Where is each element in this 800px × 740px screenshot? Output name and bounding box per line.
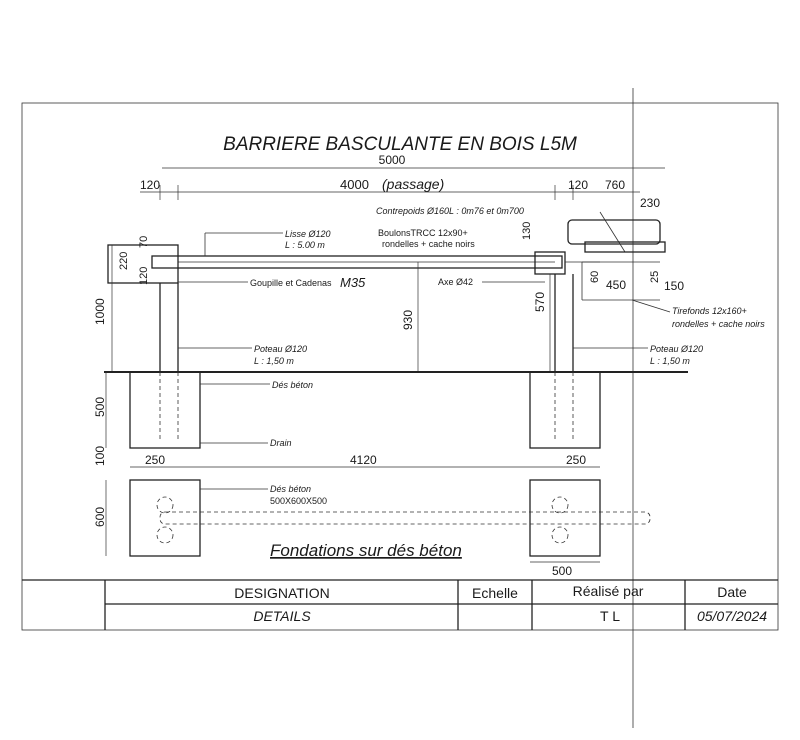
tb-realise-value: T L bbox=[600, 608, 620, 624]
plan-block-right bbox=[529, 479, 601, 557]
dim-plan-250-right: 250 bbox=[566, 453, 586, 467]
beam-lisse bbox=[151, 255, 563, 269]
sheet-border bbox=[21, 102, 779, 631]
foundation-left bbox=[129, 371, 201, 449]
dim-val-25: 25 bbox=[649, 271, 661, 283]
label-poteau-right-1: Poteau Ø120 bbox=[650, 344, 703, 354]
plan-post-left bbox=[156, 496, 174, 514]
dim-plan-500: 500 bbox=[552, 564, 572, 578]
label-boulons-2: rondelles + cache noirs bbox=[382, 239, 475, 249]
dim-passage-note: (passage) bbox=[382, 176, 444, 192]
dim-depth-500: 500 bbox=[93, 397, 107, 417]
dim-height-1000: 1000 bbox=[93, 298, 107, 325]
left-post-head bbox=[107, 244, 179, 284]
label-lisse-1: Lisse Ø120 bbox=[285, 229, 331, 239]
label-poteau-left-2: L : 1,50 m bbox=[254, 356, 294, 366]
dim-left-220: 220 bbox=[118, 252, 130, 270]
dim-height-130: 130 bbox=[521, 222, 533, 240]
tb-date-header: Date bbox=[717, 584, 747, 600]
plan-beam bbox=[159, 511, 651, 525]
dim-right-width: 760 bbox=[605, 178, 625, 192]
tb-designation-header: DESIGNATION bbox=[234, 585, 329, 601]
dim-plan-4120: 4120 bbox=[350, 453, 377, 467]
dim-passage: 4000 bbox=[340, 177, 369, 192]
drawing-title: BARRIERE BASCULANTE EN BOIS L5M bbox=[223, 134, 577, 155]
beam-end-cap bbox=[534, 251, 566, 275]
tb-realise-header: Réalisé par bbox=[573, 583, 644, 599]
dim-left-70: 70 bbox=[138, 236, 150, 248]
label-plan-des-beton-1: Dés béton bbox=[270, 484, 311, 494]
plan-post-right bbox=[551, 496, 569, 514]
label-des-beton: Dés béton bbox=[272, 380, 313, 390]
label-poteau-right-2: L : 1,50 m bbox=[650, 356, 690, 366]
dim-plan-600: 600 bbox=[93, 507, 107, 527]
label-tirefonds-2: rondelles + cache noirs bbox=[672, 319, 765, 329]
label-plan-des-beton-2: 500X600X500 bbox=[270, 496, 327, 506]
foundation-right bbox=[529, 371, 601, 449]
dim-total-length: 5000 bbox=[379, 153, 406, 167]
dim-counterweight-height: 230 bbox=[640, 196, 660, 210]
counterweight-mount bbox=[584, 241, 666, 253]
dim-val-60: 60 bbox=[589, 271, 601, 283]
plan-block-left bbox=[129, 479, 201, 557]
label-contrepoids: Contrepoids Ø160L : 0m76 et 0m700 bbox=[376, 206, 524, 216]
dim-left-120: 120 bbox=[138, 267, 150, 285]
dim-height-930: 930 bbox=[401, 310, 415, 330]
dim-val-150: 150 bbox=[664, 279, 684, 293]
dim-height-570: 570 bbox=[533, 292, 547, 312]
label-lisse-2: L : 5.00 m bbox=[285, 240, 325, 250]
dim-plan-250-left: 250 bbox=[145, 453, 165, 467]
label-goupille-ref: M35 bbox=[340, 275, 366, 290]
dim-left-offset: 120 bbox=[140, 178, 160, 192]
label-tirefonds-1: Tirefonds 12x160+ bbox=[672, 306, 747, 316]
label-boulons-1: BoulonsTRCC 12x90+ bbox=[378, 228, 468, 238]
fondations-caption: Fondations sur dés béton bbox=[270, 541, 462, 560]
tb-designation-value: DETAILS bbox=[253, 608, 311, 624]
label-axe: Axe Ø42 bbox=[438, 277, 473, 287]
dim-width-450: 450 bbox=[606, 278, 626, 292]
dim-right-offset: 120 bbox=[568, 178, 588, 192]
label-drain: Drain bbox=[270, 438, 292, 448]
label-poteau-left-1: Poteau Ø120 bbox=[254, 344, 307, 354]
dim-drain-100: 100 bbox=[93, 446, 107, 466]
counterweight bbox=[567, 219, 661, 245]
tb-date-value: 05/07/2024 bbox=[697, 608, 767, 624]
tb-echelle-header: Echelle bbox=[472, 585, 518, 601]
label-goupille: Goupille et Cadenas bbox=[250, 278, 332, 288]
